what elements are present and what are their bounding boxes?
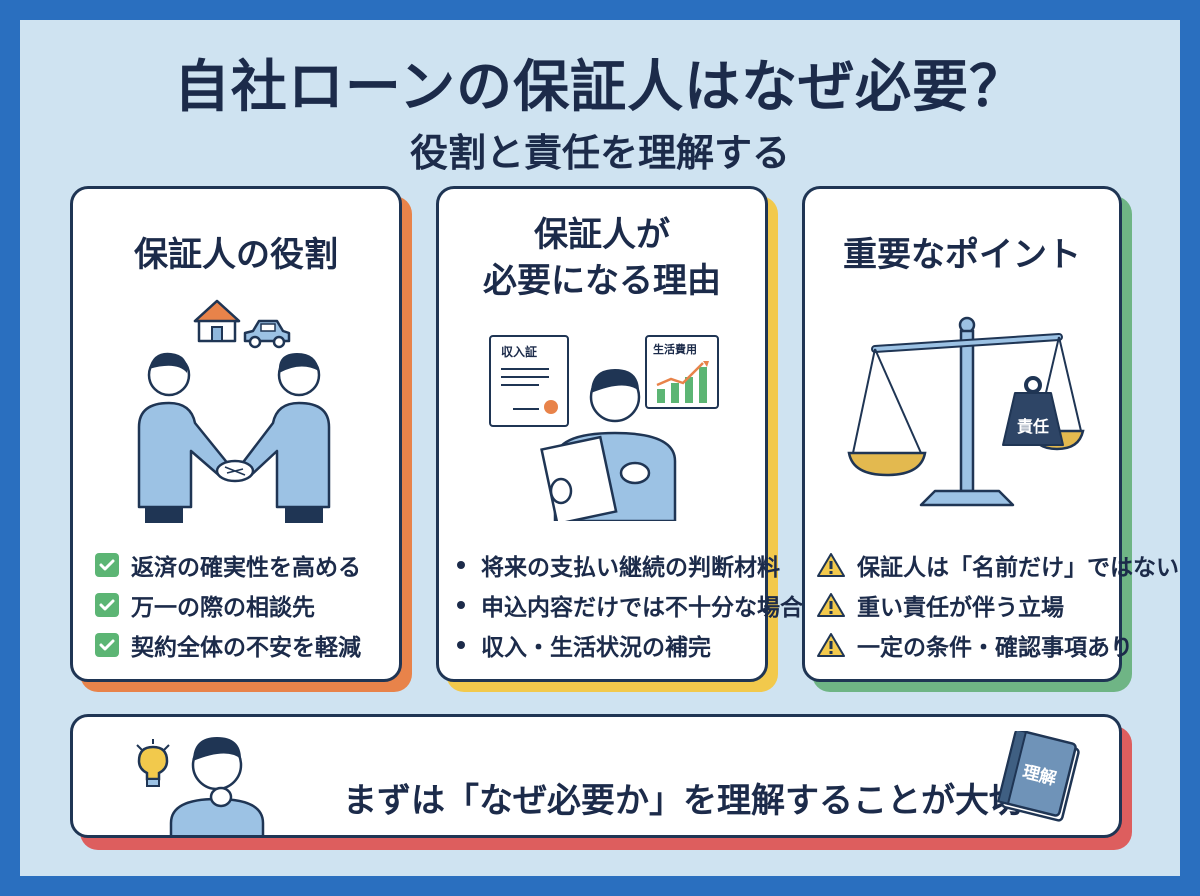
list-item: 一定の条件・確認事項あり — [817, 625, 1133, 665]
check-icon — [95, 633, 119, 657]
card-role: 保証人の役割 返済の確実性を高める 万一の際の相談先 — [70, 186, 402, 682]
page-subtitle: 役割と責任を理解する — [409, 131, 790, 175]
book-icon: 理解 — [993, 731, 1089, 827]
card-point: 重要なポイント 責任 保証人は「名前だけ」ではない 重い責任が伴う立場 — [802, 186, 1179, 682]
bullet-icon — [457, 641, 465, 649]
warning-icon — [817, 593, 845, 617]
banner: まずは「なぜ必要か」を理解することが大切 理解 — [70, 714, 1122, 838]
card-reason: 保証人が 必要になる理由 収入証 生活費用 — [436, 186, 803, 682]
check-icon — [95, 593, 119, 617]
list-item: 収入・生活状況の補完 — [451, 625, 765, 665]
role-list: 返済の確実性を高める 万一の際の相談先 契約全体の不安を軽減 — [73, 545, 399, 665]
list-item: 申込内容だけでは不十分な場合 — [451, 585, 803, 625]
check-icon — [95, 553, 119, 577]
point-list: 保証人は「名前だけ」ではない 重い責任が伴う立場 一定の条件・確認事項あり — [805, 545, 1179, 665]
card-reason-title: 保証人が 必要になる理由 — [483, 215, 721, 301]
bullet-icon — [457, 601, 465, 609]
list-item: 万一の際の相談先 — [95, 585, 399, 625]
car-icon — [243, 319, 291, 349]
card-role-title: 保証人の役割 — [134, 235, 338, 275]
weight-icon: 責任 — [1001, 375, 1065, 447]
warning-icon — [817, 553, 845, 577]
chart-icon: 生活費用 — [645, 335, 719, 409]
banner-message: まずは「なぜ必要か」を理解することが大切 — [343, 781, 1023, 821]
handshake-icon — [137, 352, 331, 523]
page-title: 自社ローンの保証人はなぜ必要？ — [173, 55, 1027, 120]
thinking-person-icon — [169, 737, 265, 835]
bullet-icon — [457, 561, 465, 569]
list-item: 保証人は「名前だけ」ではない — [817, 545, 1179, 585]
card-point-title: 重要なポイント — [843, 235, 1081, 275]
list-item: 将来の支払い継続の判断材料 — [451, 545, 780, 585]
list-item: 返済の確実性を高める — [95, 545, 399, 585]
warning-icon — [817, 633, 845, 657]
reason-list: 将来の支払い継続の判断材料 申込内容だけでは不十分な場合 収入・生活状況の補完 — [439, 545, 803, 665]
scale-icon — [847, 316, 1085, 507]
document-icon: 収入証 — [489, 335, 569, 427]
list-item: 契約全体の不安を軽減 — [95, 625, 399, 665]
person-reading-icon — [540, 369, 677, 521]
house-icon — [193, 299, 241, 343]
list-item: 重い責任が伴う立場 — [817, 585, 1119, 625]
lightbulb-icon — [136, 739, 170, 787]
